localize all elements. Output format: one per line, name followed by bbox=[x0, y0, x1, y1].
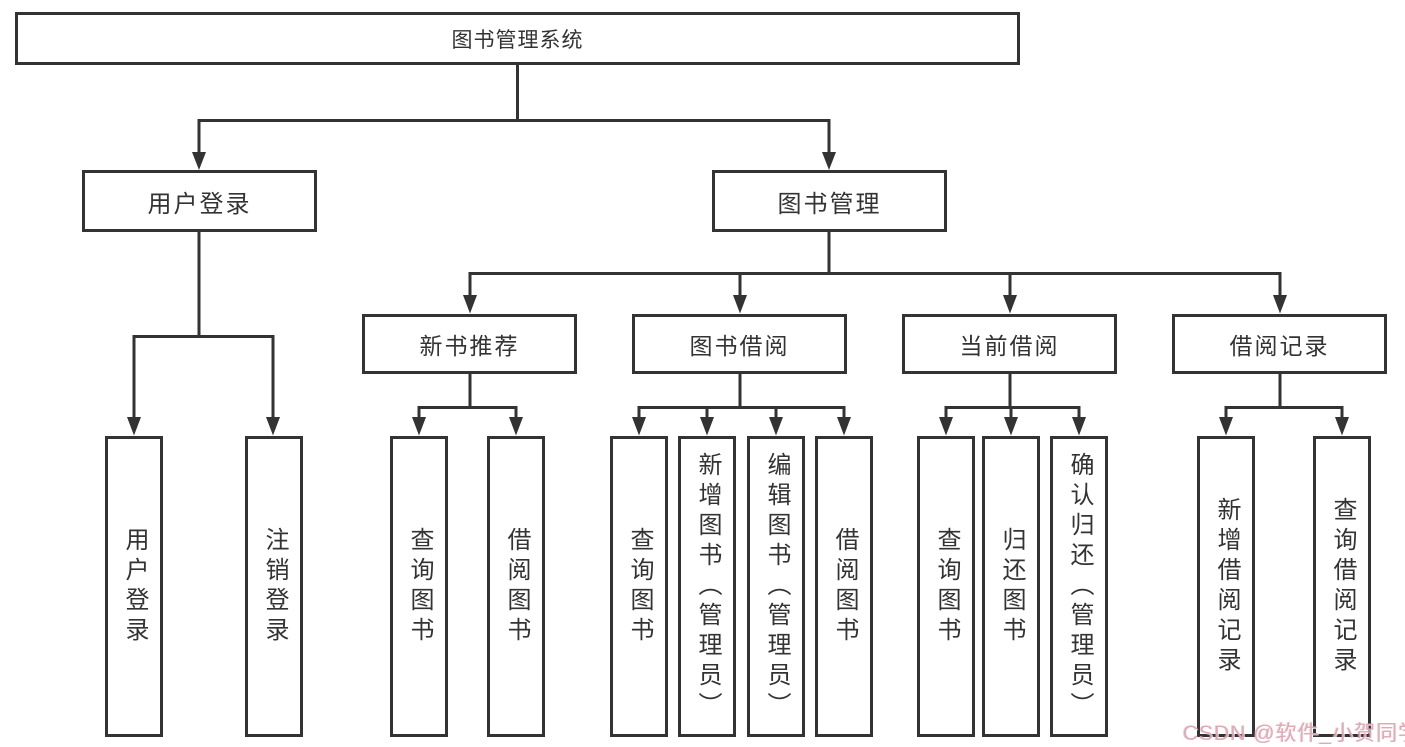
leaf-borrow-books-recommend: 借阅图书 bbox=[487, 436, 545, 737]
connector-userlogin-to-leaves bbox=[132, 232, 275, 419]
arrowhead bbox=[127, 417, 141, 436]
leaf-query-books-current: 查询图书 bbox=[917, 436, 975, 737]
arrowhead bbox=[1072, 417, 1086, 436]
leaf-label: 确认归还（管理员） bbox=[1066, 451, 1093, 722]
arrowhead bbox=[837, 417, 851, 436]
leaf-label: 借阅图书 bbox=[831, 526, 858, 647]
arrowhead bbox=[700, 417, 714, 436]
connector-newbook-to-leaves bbox=[417, 374, 518, 419]
leaf-label: 编辑图书（管理员） bbox=[763, 451, 790, 722]
arrowhead bbox=[509, 417, 523, 436]
node-book-borrowing: 图书借阅 bbox=[632, 314, 847, 374]
arrowhead bbox=[733, 295, 747, 314]
leaf-user-login: 用户登录 bbox=[105, 436, 163, 737]
leaf-query-books-recommend: 查询图书 bbox=[390, 436, 448, 737]
connector-current-to-leaves bbox=[944, 374, 1081, 419]
leaf-add-borrow-record: 新增借阅记录 bbox=[1197, 436, 1255, 737]
leaf-query-borrow-record: 查询借阅记录 bbox=[1313, 436, 1371, 737]
leaf-label: 查询借阅记录 bbox=[1329, 496, 1356, 677]
connector-root-to-level2 bbox=[197, 65, 831, 153]
csdn-watermark: CSDN @软件_小贺同学 bbox=[1183, 722, 1405, 745]
connector-borrowing-to-leaves bbox=[637, 374, 846, 419]
leaf-label: 查询图书 bbox=[933, 526, 960, 647]
leaf-label: 用户登录 bbox=[121, 526, 148, 647]
leaf-label: 归还图书 bbox=[998, 526, 1025, 647]
arrowhead bbox=[769, 417, 783, 436]
arrowhead bbox=[412, 417, 426, 436]
arrowhead bbox=[463, 295, 477, 314]
leaf-label: 新增图书（管理员） bbox=[694, 451, 721, 722]
arrowhead bbox=[632, 417, 646, 436]
arrowhead bbox=[1273, 295, 1287, 314]
arrowhead bbox=[1004, 417, 1018, 436]
leaf-borrow-books: 借阅图书 bbox=[815, 436, 873, 737]
leaf-edit-books-admin: 编辑图书（管理员） bbox=[747, 436, 805, 737]
arrowhead bbox=[1335, 417, 1349, 436]
connector-bookmgmt-to-level3 bbox=[468, 232, 1282, 297]
leaf-query-books-borrowing: 查询图书 bbox=[610, 436, 668, 737]
node-borrowing-records: 借阅记录 bbox=[1172, 314, 1387, 374]
arrowhead bbox=[266, 417, 280, 436]
arrowhead bbox=[1219, 417, 1233, 436]
leaf-label: 查询图书 bbox=[626, 526, 653, 647]
node-user-login: 用户登录 bbox=[82, 170, 317, 232]
node-new-book-recommendation: 新书推荐 bbox=[362, 314, 577, 374]
node-root-system: 图书管理系统 bbox=[15, 12, 1020, 65]
leaf-confirm-return-admin: 确认归还（管理员） bbox=[1050, 436, 1108, 737]
leaf-label: 查询图书 bbox=[406, 526, 433, 647]
connector-records-to-leaves bbox=[1224, 374, 1344, 419]
arrowhead bbox=[1003, 295, 1017, 314]
node-current-borrowing: 当前借阅 bbox=[902, 314, 1117, 374]
leaf-add-books-admin: 新增图书（管理员） bbox=[678, 436, 736, 737]
arrowhead bbox=[939, 417, 953, 436]
node-book-management: 图书管理 bbox=[712, 170, 947, 232]
leaf-label: 注销登录 bbox=[261, 526, 288, 647]
arrowhead bbox=[192, 152, 206, 170]
leaf-logout: 注销登录 bbox=[245, 436, 303, 737]
leaf-label: 借阅图书 bbox=[503, 526, 530, 647]
leaf-label: 新增借阅记录 bbox=[1213, 496, 1240, 677]
arrowhead bbox=[822, 152, 836, 170]
leaf-return-books: 归还图书 bbox=[982, 436, 1040, 737]
